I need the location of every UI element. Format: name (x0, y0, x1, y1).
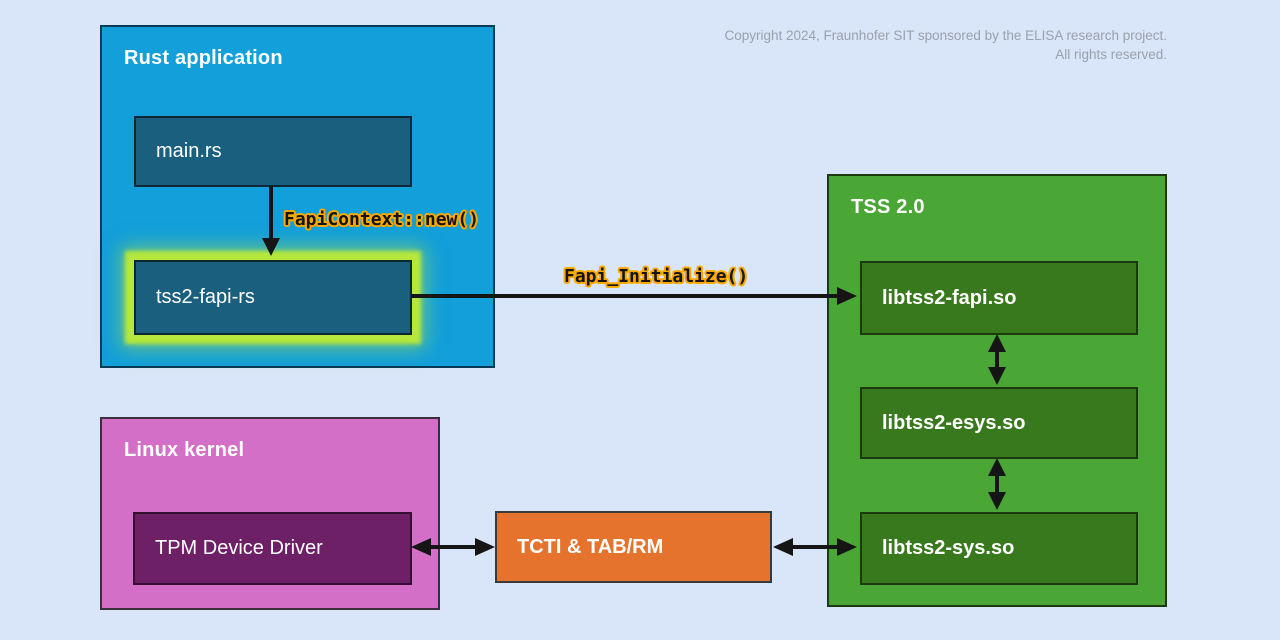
arrowhead-down-icon (988, 367, 1006, 385)
arrowhead-right-icon (837, 538, 857, 556)
edge-label-fapicontext-new: FapiContext::new() (284, 209, 480, 230)
group-linux-kernel: Linux kernel TPM Device Driver (100, 417, 440, 610)
node-libtss2-fapi-so-label: libtss2-fapi.so (882, 286, 1017, 309)
node-tss2-fapi-rs-label: tss2-fapi-rs (156, 286, 255, 308)
node-libtss2-esys-so-label: libtss2-esys.so (882, 411, 1026, 434)
arrowhead-down-icon (262, 238, 280, 256)
arrowhead-up-icon (988, 334, 1006, 352)
arrow-shaft (995, 474, 999, 494)
node-tcti-tab-rm-label: TCTI & TAB/RM (517, 535, 664, 558)
group-rust-application: Rust application main.rs tss2-fapi-rs (100, 25, 495, 368)
node-libtss2-esys-so: libtss2-esys.so (860, 387, 1138, 459)
copyright-line1: Copyright 2024, Fraunhofer SIT sponsored… (724, 28, 1167, 43)
node-main-rs-label: main.rs (156, 140, 222, 162)
copyright-line2: All rights reserved. (1055, 47, 1167, 62)
node-tcti-tab-rm: TCTI & TAB/RM (495, 511, 772, 583)
arrow-shaft (427, 545, 479, 549)
arrowhead-down-icon (988, 492, 1006, 510)
node-libtss2-sys-so: libtss2-sys.so (860, 512, 1138, 585)
arrow-shaft (411, 294, 839, 298)
edge-label-fapi-initialize: Fapi_Initialize() (564, 266, 749, 287)
arrow-shaft (995, 350, 999, 369)
group-title-rust-application: Rust application (124, 47, 283, 69)
group-title-tss-2-0: TSS 2.0 (851, 196, 925, 218)
node-libtss2-sys-so-label: libtss2-sys.so (882, 537, 1015, 559)
node-main-rs: main.rs (134, 116, 412, 187)
arrowhead-left-icon (773, 538, 793, 556)
node-tpm-device-driver: TPM Device Driver (133, 512, 412, 585)
group-title-linux-kernel: Linux kernel (124, 439, 245, 461)
arrow-shaft (789, 545, 841, 549)
arrowhead-left-icon (411, 538, 431, 556)
arrowhead-up-icon (988, 458, 1006, 476)
node-tss2-fapi-rs-highlighted: tss2-fapi-rs (134, 260, 412, 335)
arrow-shaft (269, 186, 273, 240)
node-libtss2-fapi-so: libtss2-fapi.so (860, 261, 1138, 335)
arrowhead-right-icon (475, 538, 495, 556)
arrowhead-right-icon (837, 287, 857, 305)
copyright-notice: Copyright 2024, Fraunhofer SIT sponsored… (724, 26, 1167, 64)
group-tss-2-0: TSS 2.0 libtss2-fapi.so libtss2-esys.so … (827, 174, 1167, 607)
node-tpm-device-driver-label: TPM Device Driver (155, 537, 323, 559)
